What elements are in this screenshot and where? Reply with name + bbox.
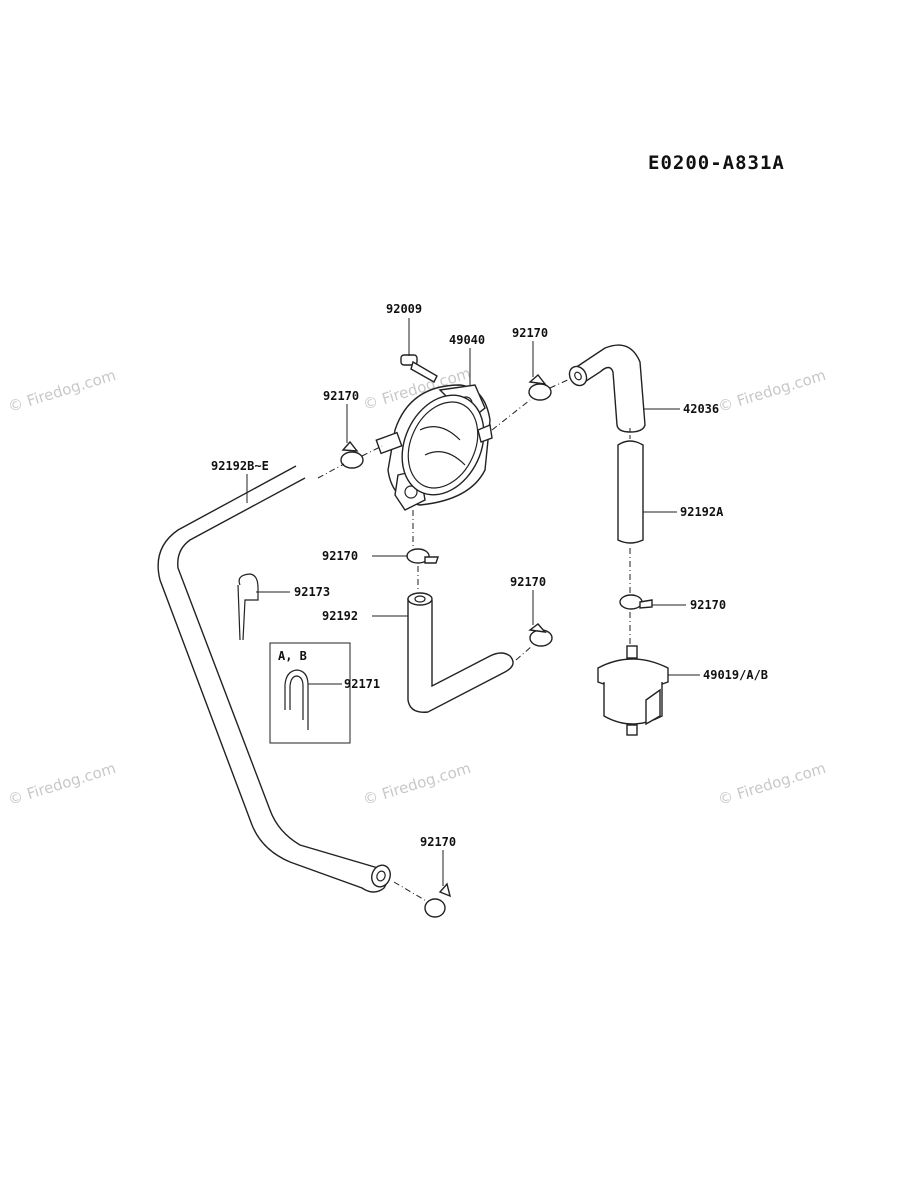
label-92192A: 92192A bbox=[680, 505, 724, 519]
label-92170-mid: 92170 bbox=[322, 549, 358, 563]
label-92170-filter: 92170 bbox=[690, 598, 726, 612]
hose-92192-drawing bbox=[407, 592, 514, 713]
inset-label: A, B bbox=[278, 649, 307, 663]
leader-lines bbox=[246, 318, 700, 903]
inset-box: A, B bbox=[269, 642, 351, 744]
diagram-code: E0200-A831A bbox=[648, 152, 785, 174]
label-49019: 49019/A/B bbox=[703, 668, 768, 682]
label-92171: 92171 bbox=[344, 677, 380, 691]
watermark-left: © Firedog.com bbox=[6, 366, 118, 416]
label-49040: 49040 bbox=[449, 333, 485, 347]
watermark-bottom-right: © Firedog.com bbox=[716, 759, 828, 809]
label-92192: 92192 bbox=[322, 609, 358, 623]
hose-92192BE-drawing bbox=[157, 465, 391, 893]
fuel-pump-drawing bbox=[375, 384, 493, 511]
hose-42036-drawing bbox=[568, 344, 646, 433]
label-92170-top: 92170 bbox=[512, 326, 548, 340]
label-92170-right: 92170 bbox=[510, 575, 546, 589]
clamp-right-drawing bbox=[528, 623, 553, 647]
label-92170-left: 92170 bbox=[323, 389, 359, 403]
watermark-right: © Firedog.com bbox=[716, 366, 828, 416]
watermark-bottom-left: © Firedog.com bbox=[6, 759, 118, 809]
label-92170-bottom: 92170 bbox=[420, 835, 456, 849]
part-labels: 92009 49040 92170 92170 42036 92192B~E 9… bbox=[211, 302, 768, 849]
clamp-top-drawing bbox=[528, 373, 552, 401]
hose-92192A-drawing bbox=[617, 440, 644, 544]
clip-92173-drawing bbox=[237, 573, 259, 641]
clamp-left-drawing bbox=[340, 440, 364, 469]
label-92173: 92173 bbox=[294, 585, 330, 599]
fuel-filter-drawing bbox=[597, 645, 669, 736]
label-92192BE: 92192B~E bbox=[211, 459, 269, 473]
label-42036: 42036 bbox=[683, 402, 719, 416]
label-92009: 92009 bbox=[386, 302, 422, 316]
clamp-mid-drawing bbox=[406, 548, 439, 564]
clamp-filter-drawing bbox=[619, 594, 653, 610]
clamp-bottom-drawing bbox=[424, 882, 452, 918]
watermark-bottom-center: © Firedog.com bbox=[361, 759, 473, 809]
